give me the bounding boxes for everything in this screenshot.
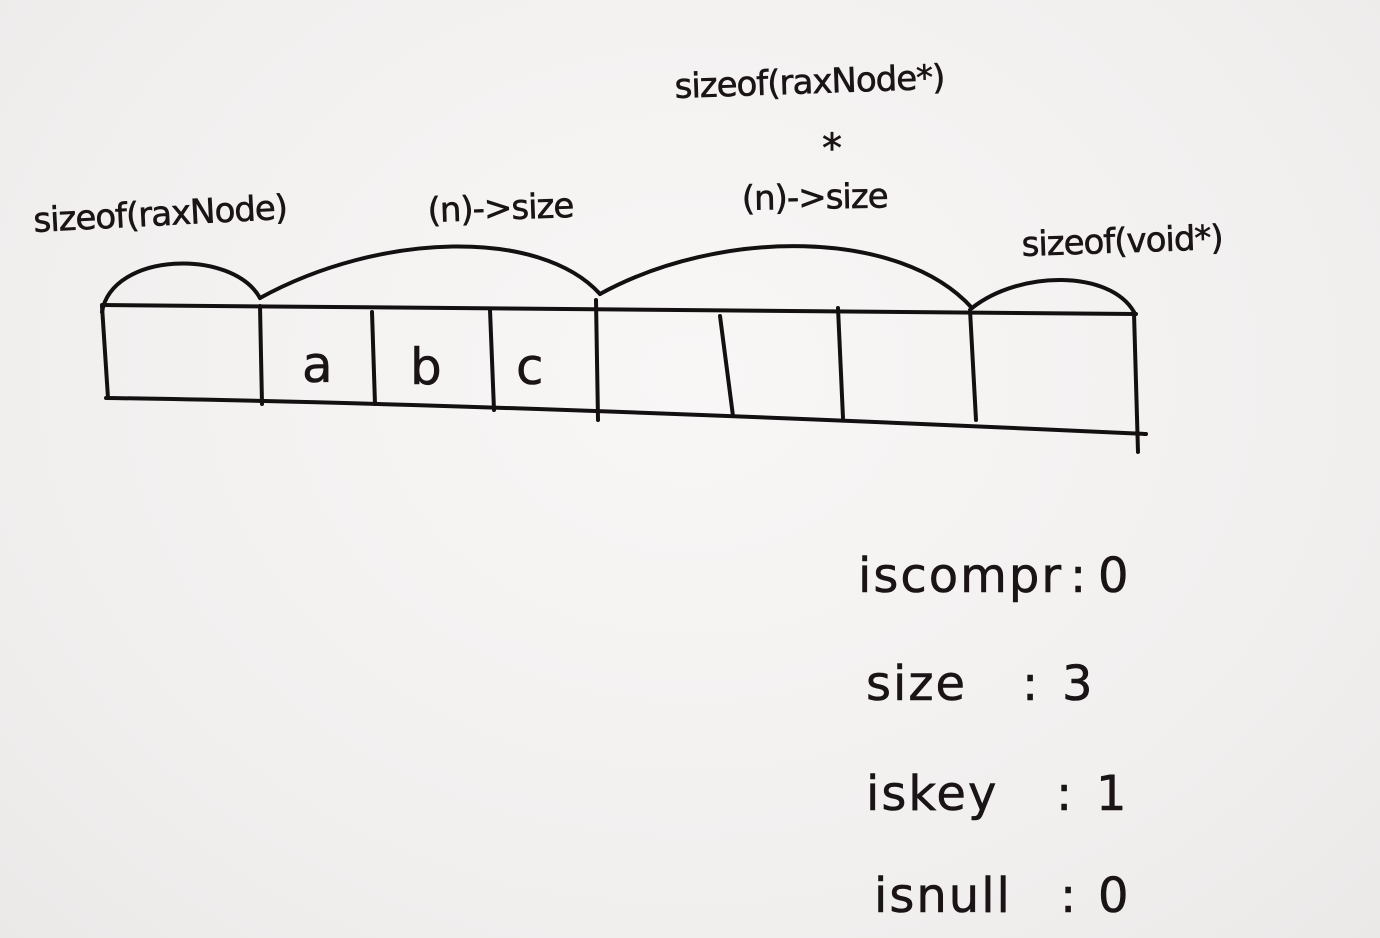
child-pointer-size-label: sizeof(raxNode*) (674, 58, 945, 107)
field-value: 0 (1098, 868, 1131, 924)
header-size-label: sizeof(raxNode) (32, 188, 288, 241)
field-colon: : (1070, 548, 1088, 604)
multiply-sign: * (822, 126, 841, 172)
field-value: 1 (1096, 766, 1129, 822)
field-value: 3 (1062, 656, 1095, 712)
field-name: size (866, 656, 967, 712)
divider-child-2 (836, 306, 845, 420)
children-brace (598, 244, 974, 310)
divider-header-data (258, 304, 264, 406)
divider-children-value (968, 308, 978, 422)
block-bottom-edge (104, 396, 1148, 436)
field-size: size : 3 (866, 656, 1095, 713)
divider-child-1 (718, 314, 735, 418)
value-brace (970, 278, 1136, 314)
field-colon: : (1056, 766, 1074, 822)
field-colon: : (1060, 868, 1078, 924)
data-size-label: (n)->size (427, 186, 574, 231)
data-brace (258, 244, 602, 300)
block-left-edge (100, 304, 110, 400)
cell-char-a: a (302, 336, 333, 394)
field-colon: : (1022, 656, 1040, 712)
divider-b-c (488, 308, 496, 412)
block-top-edge (100, 303, 1138, 316)
cell-char-c: c (516, 338, 544, 396)
block-right-edge (1132, 311, 1140, 454)
field-iscompr: iscompr : 0 (858, 548, 1131, 605)
divider-data-children (594, 298, 600, 422)
child-count-label: (n)->size (741, 176, 888, 219)
divider-a-b (370, 310, 377, 406)
cell-char-b: b (410, 338, 442, 396)
field-iskey: iskey : 1 (866, 766, 1129, 823)
field-name: iscompr (858, 548, 1063, 604)
field-value: 0 (1098, 548, 1131, 604)
value-pointer-size-label: sizeof(void*) (1021, 218, 1223, 265)
header-brace (100, 261, 262, 314)
field-name: isnull (874, 868, 1012, 924)
field-isnull: isnull : 0 (874, 868, 1131, 925)
field-name: iskey (866, 766, 998, 822)
